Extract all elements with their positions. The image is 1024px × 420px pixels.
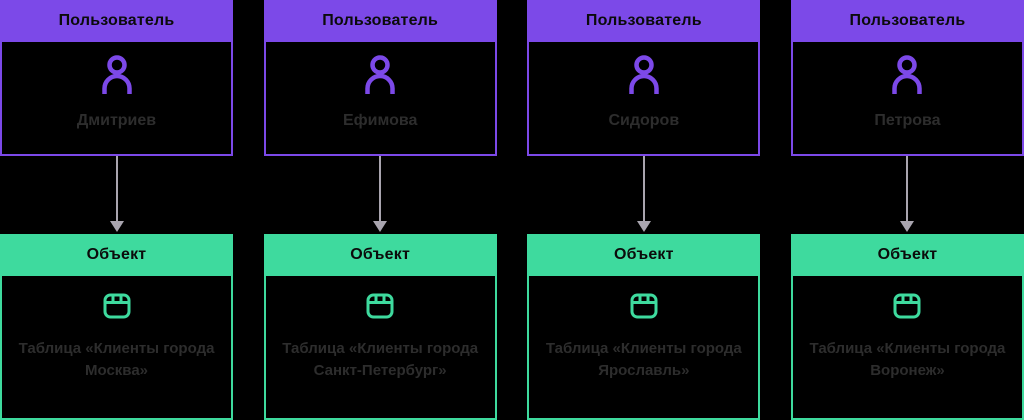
user-icon — [891, 55, 923, 100]
arrow-down-head — [373, 221, 388, 232]
object-card-header: Объект — [263, 234, 497, 276]
user-card-body: Петрова — [790, 42, 1024, 156]
object-card: Объект Таблица «Клиенты города Воронеж» — [790, 234, 1024, 420]
table-icon — [892, 291, 922, 326]
user-card-header: Пользователь — [790, 0, 1024, 42]
object-card-title: Объект — [350, 246, 411, 263]
user-name: Петрова — [874, 112, 941, 129]
user-card: Пользователь Сидоров — [527, 0, 761, 156]
user-card-body: Ефимова — [263, 42, 497, 156]
object-name: Таблица «Клиенты города Ярославль» — [545, 340, 742, 379]
user-icon — [628, 55, 660, 100]
user-name: Дмитриев — [76, 112, 157, 129]
user-icon — [364, 55, 396, 100]
arrow-zone — [791, 156, 1024, 234]
user-card-title: Пользователь — [58, 12, 175, 29]
user-card: Пользователь Ефимова — [263, 0, 497, 156]
object-card: Объект Таблица «Клиенты города Ярославль… — [527, 234, 761, 420]
object-name: Таблица «Клиенты города Москва» — [18, 340, 215, 379]
object-card-header: Объект — [527, 234, 761, 276]
arrow-down-head — [900, 221, 915, 232]
object-name: Таблица «Клиенты города Санкт-Петербург» — [282, 340, 479, 379]
user-card-header: Пользователь — [263, 0, 497, 42]
user-card: Пользователь Петрова — [790, 0, 1024, 156]
object-card-body: Таблица «Клиенты города Ярославль» — [527, 276, 761, 420]
object-card-title: Объект — [613, 246, 674, 263]
user-card-title: Пользователь — [322, 12, 439, 29]
arrow-down-line — [379, 156, 382, 222]
object-card: Объект Таблица «Клиенты города Москва» — [0, 234, 233, 420]
mapping-column: Пользователь Ефимова Объект — [263, 0, 497, 420]
arrow-down-line — [642, 156, 645, 222]
table-icon — [629, 291, 659, 326]
object-card-title: Объект — [86, 246, 147, 263]
object-card-body: Таблица «Клиенты города Москва» — [0, 276, 233, 420]
arrow-zone — [264, 156, 497, 234]
user-card-header: Пользователь — [0, 0, 233, 42]
arrow-down-head — [109, 221, 124, 232]
user-name: Сидоров — [608, 112, 680, 129]
arrow-down-line — [115, 156, 118, 222]
arrow-zone — [0, 156, 233, 234]
user-card-body: Дмитриев — [0, 42, 233, 156]
table-icon — [102, 291, 132, 326]
user-card: Пользователь Дмитриев — [0, 0, 233, 156]
arrow-zone — [527, 156, 760, 234]
object-card: Объект Таблица «Клиенты города Санкт-Пет… — [263, 234, 497, 420]
user-name: Ефимова — [342, 112, 418, 129]
user-card-header: Пользователь — [527, 0, 761, 42]
user-card-body: Сидоров — [527, 42, 761, 156]
user-card-title: Пользователь — [585, 12, 702, 29]
table-icon — [365, 291, 395, 326]
object-name: Таблица «Клиенты города Воронеж» — [809, 340, 1006, 379]
arrow-down-head — [636, 221, 651, 232]
mapping-column: Пользователь Петрова Объект — [790, 0, 1024, 420]
object-card-title: Объект — [877, 246, 938, 263]
object-card-body: Таблица «Клиенты города Воронеж» — [790, 276, 1024, 420]
mapping-column: Пользователь Сидоров Объект — [527, 0, 761, 420]
user-card-title: Пользователь — [849, 12, 966, 29]
object-card-body: Таблица «Клиенты города Санкт-Петербург» — [263, 276, 497, 420]
object-card-header: Объект — [790, 234, 1024, 276]
object-card-header: Объект — [0, 234, 233, 276]
arrow-down-line — [906, 156, 909, 222]
mapping-column: Пользователь Дмитриев Объект — [0, 0, 233, 420]
user-icon — [101, 55, 133, 100]
